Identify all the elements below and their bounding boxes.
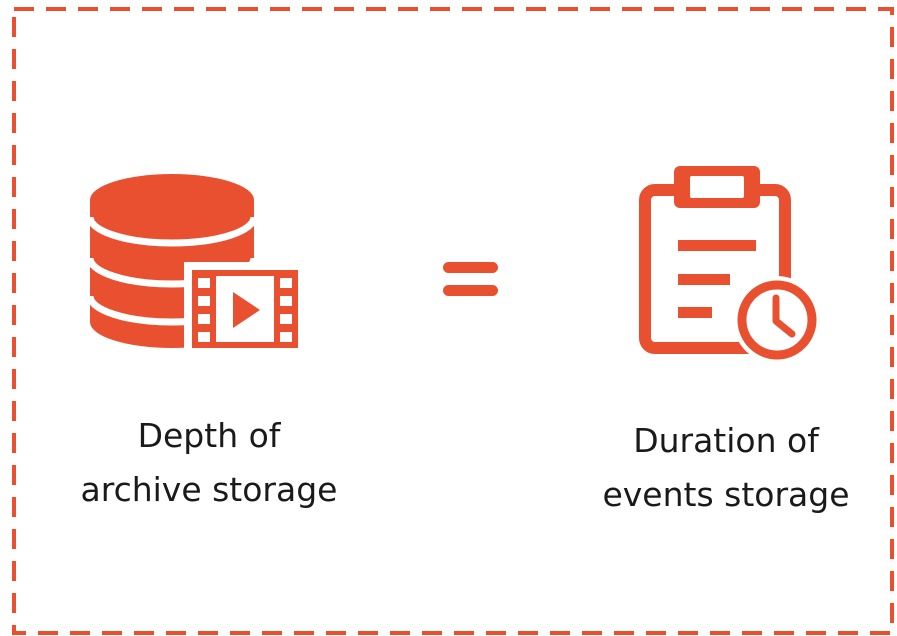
- archive-depth-label: Depth of archive storage: [39, 409, 379, 517]
- equals-icon: [443, 262, 498, 296]
- database-video-icon: [88, 174, 302, 354]
- archive-depth-label-line1: Depth of: [137, 416, 281, 455]
- events-duration-label-line1: Duration of: [633, 421, 819, 460]
- events-duration-label-line2: events storage: [602, 475, 850, 514]
- clipboard-clock-icon: [639, 166, 820, 364]
- events-duration-label: Duration of events storage: [556, 414, 896, 522]
- archive-depth-label-line2: archive storage: [80, 470, 338, 509]
